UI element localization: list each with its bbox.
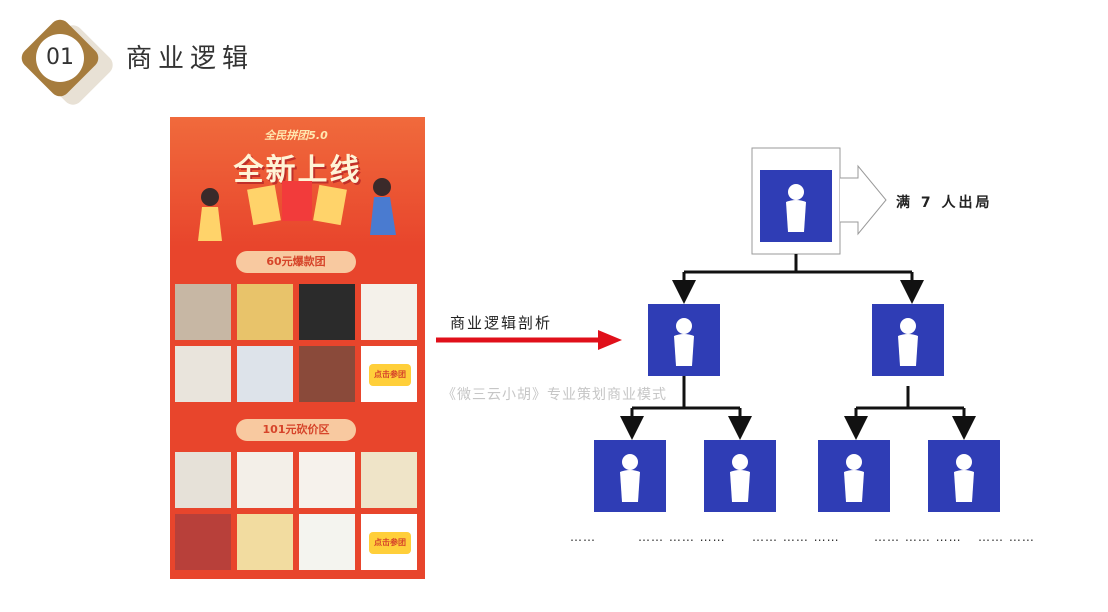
person-icon <box>674 318 694 366</box>
product-thumb[interactable] <box>236 345 294 403</box>
product-thumb[interactable] <box>174 513 232 571</box>
arrow-label: 商业逻辑剖析 <box>450 314 553 332</box>
join-group-cell[interactable]: 点击参团 <box>360 513 418 571</box>
person-icon <box>620 454 640 502</box>
product-thumb[interactable] <box>298 283 356 341</box>
exit-label: 满 7 人出局 <box>896 195 993 211</box>
product-thumb[interactable] <box>236 283 294 341</box>
ellipsis: …… …… …… <box>752 530 840 544</box>
ellipsis: …… …… <box>978 530 1035 544</box>
person-icon <box>844 454 864 502</box>
join-group-button[interactable]: 点击参团 <box>369 364 411 386</box>
product-thumb[interactable] <box>360 283 418 341</box>
person-icon <box>954 454 974 502</box>
zone1-label: 60元爆款团 <box>236 251 356 273</box>
product-thumb[interactable] <box>236 451 294 509</box>
product-thumb[interactable] <box>298 513 356 571</box>
join-group-button[interactable]: 点击参团 <box>369 532 411 554</box>
poster-illustration <box>198 178 396 241</box>
product-thumb[interactable] <box>236 513 294 571</box>
page-title: 商业逻辑 <box>126 44 255 74</box>
promo-poster: 全民拼团5.0 全新上线 60元爆款团 点击参团 101元砍价区 点击参团 <box>170 117 425 579</box>
exit-arrow <box>840 164 887 236</box>
ellipsis: …… …… …… <box>638 530 726 544</box>
product-thumb[interactable] <box>360 451 418 509</box>
person-icon <box>730 454 750 502</box>
zone2-label: 101元砍价区 <box>236 419 356 441</box>
ellipsis: …… …… …… <box>874 530 962 544</box>
ellipsis: …… <box>570 530 596 544</box>
person-icon <box>898 318 918 366</box>
person-icon <box>786 184 806 232</box>
section-number: 01 <box>46 45 74 70</box>
product-thumb[interactable] <box>298 345 356 403</box>
poster-subtitle: 全民拼团5.0 <box>264 129 328 142</box>
product-thumb[interactable] <box>174 345 232 403</box>
product-thumb[interactable] <box>174 451 232 509</box>
badge-circle <box>36 34 84 82</box>
product-thumb[interactable] <box>174 283 232 341</box>
product-thumb[interactable] <box>298 451 356 509</box>
watermark-text: 《微三云小胡》专业策划商业模式 <box>442 387 667 403</box>
join-group-cell[interactable]: 点击参团 <box>360 345 418 403</box>
red-arrow-head <box>598 330 622 350</box>
